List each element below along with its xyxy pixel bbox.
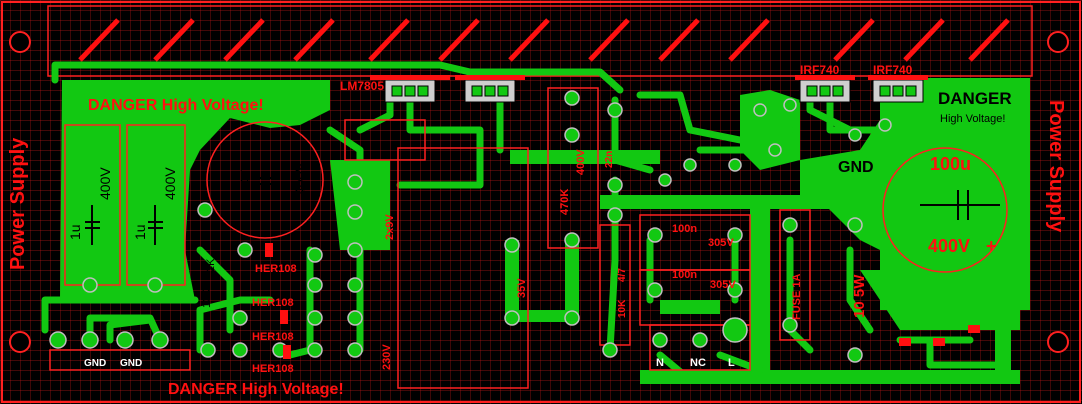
- label-danger-right-2: High Voltage!: [940, 113, 1005, 125]
- label-her108-4: HER108: [252, 363, 294, 375]
- label-470k: 470K: [559, 189, 571, 215]
- label-lm7805: LM7805: [340, 79, 384, 93]
- label-cap-47-400v: 400V: [292, 162, 308, 195]
- label-22n: 22n: [604, 151, 615, 168]
- label-230v: 230V: [381, 344, 393, 370]
- label-cap-47u: 47u: [237, 162, 253, 185]
- label-danger-right-1: DANGER: [938, 89, 1012, 108]
- label-cap1-1u: 1u: [67, 224, 83, 240]
- label-her108-2: HER108: [252, 297, 294, 309]
- label-irf740-1: IRF740: [800, 63, 840, 77]
- label-con-l: L: [728, 357, 735, 369]
- label-her108-1: HER108: [255, 263, 297, 275]
- label-con-gnd-1: GND: [84, 358, 106, 369]
- label-danger-bottom: DANGER High Voltage!: [168, 381, 344, 398]
- heatsink-hatching: [78, 18, 1010, 62]
- label-cap2-400v: 400V: [162, 167, 178, 200]
- label-con-n: N: [656, 357, 664, 369]
- label-r-2k: 2K: [205, 258, 217, 272]
- label-her108-3: HER108: [252, 331, 294, 343]
- label-100n-1: 100n: [672, 223, 697, 235]
- label-4-7: 4/7: [617, 268, 628, 282]
- label-con-gnd-2: GND: [120, 358, 142, 369]
- label-cap1-400v: 400V: [97, 167, 113, 200]
- label-cap-plus: +: [986, 236, 997, 256]
- label-305v-2: 305V: [710, 279, 736, 291]
- label-fuse-1a: FUSE 1A: [791, 273, 803, 320]
- label-10-5w: 10 5W: [851, 274, 868, 318]
- label-r-10k: 10K: [201, 288, 213, 308]
- label-danger-top-left: DANGER High Voltage!: [88, 97, 264, 114]
- label-cap-400v: 400V: [928, 236, 970, 256]
- label-irf740-2: IRF740: [873, 63, 913, 77]
- label-2x9v: 2x9V: [384, 214, 396, 240]
- label-c-400v: 400V: [575, 149, 587, 175]
- diode-markers: [265, 243, 980, 359]
- label-305v-1: 305V: [708, 237, 734, 249]
- label-100n-2: 100n: [672, 269, 697, 281]
- label-power-supply-left: Power Supply: [7, 137, 29, 270]
- label-35v: 35V: [516, 278, 528, 298]
- label-cap2-1u: 1u: [132, 224, 148, 240]
- label-gnd-big: GND: [838, 159, 874, 176]
- heatsink-outline: [47, 5, 1033, 77]
- pads: [49, 90, 892, 363]
- label-power-supply-right: Power Supply: [1045, 100, 1067, 233]
- label-con-nc: NC: [690, 357, 706, 369]
- label-r-10k-b: 10K: [617, 299, 628, 318]
- mounting-holes: [9, 31, 1069, 353]
- heatsink-tabs: [370, 75, 928, 80]
- label-cap-100u: 100u: [930, 154, 971, 174]
- to220-pins: [391, 85, 917, 97]
- cap-symbols: [85, 177, 1000, 245]
